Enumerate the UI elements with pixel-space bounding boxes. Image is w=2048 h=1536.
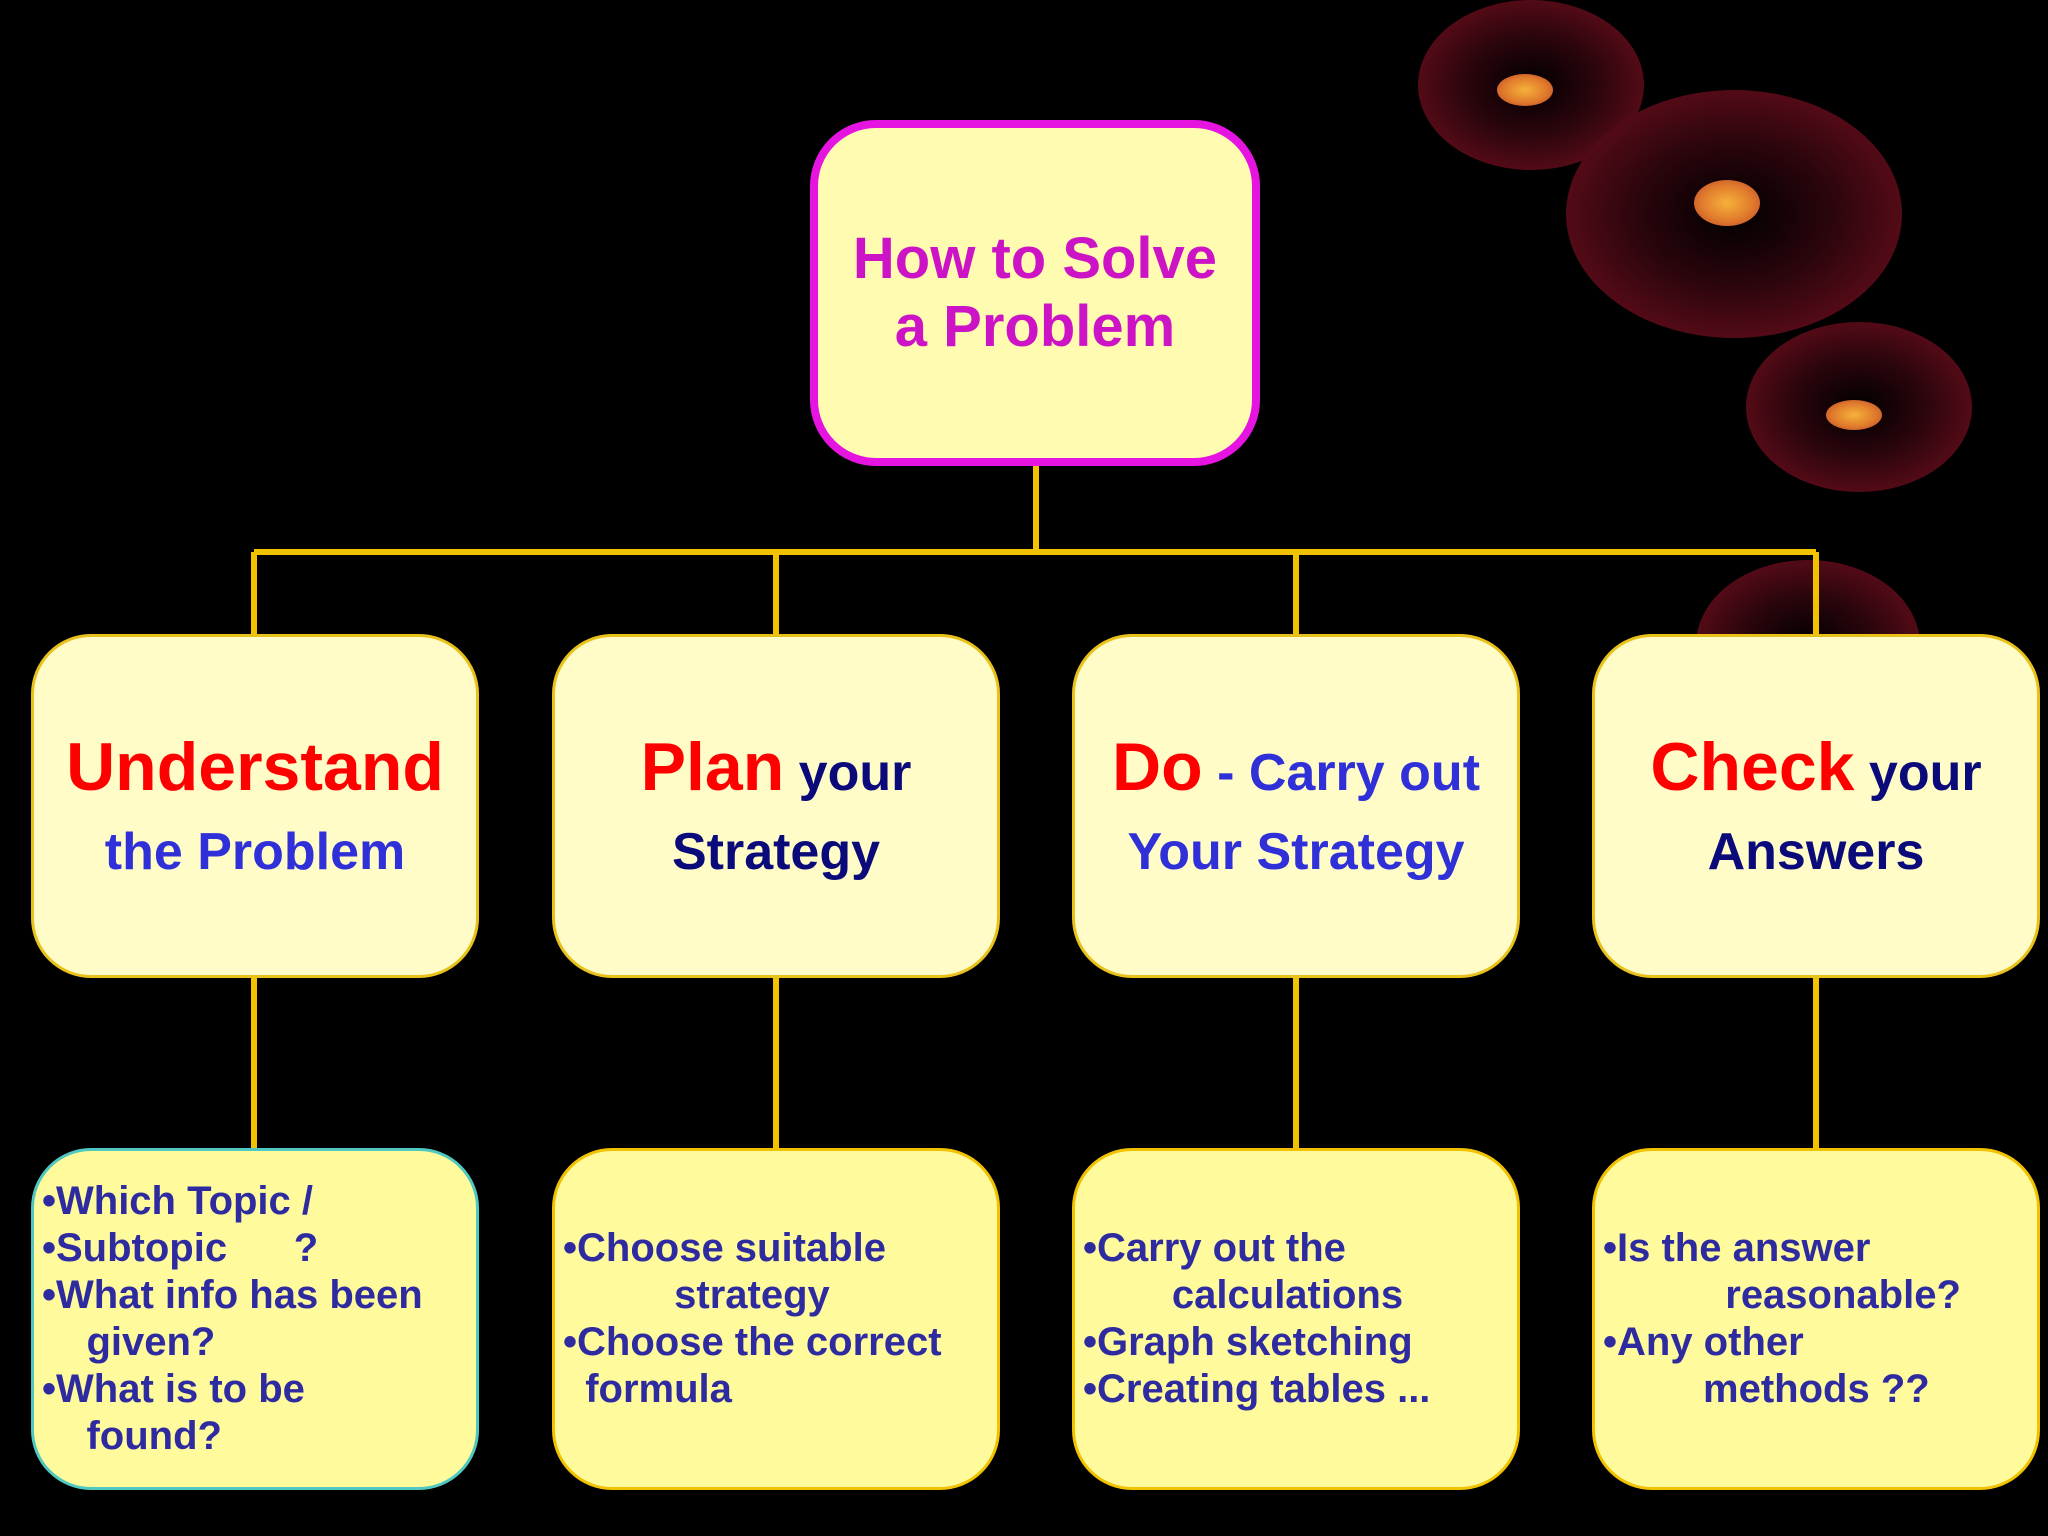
decorative-dot-2 <box>1694 180 1760 226</box>
root-node: How to Solve a Problem <box>810 120 1260 466</box>
step-check-rest: your <box>1854 743 1982 802</box>
detail-plan-line-5: formula <box>563 1367 732 1411</box>
detail-understand-line-3: •What info has been <box>42 1273 423 1317</box>
step-check-heading: Check your <box>1650 731 1981 822</box>
step-do-heading: Do - Carry out <box>1112 731 1480 822</box>
step-plan: Plan your Strategy <box>552 634 1000 978</box>
step-do: Do - Carry out Your Strategy <box>1072 634 1520 978</box>
step-understand-keyword: Understand <box>66 728 444 805</box>
detail-understand-line-2: •Subtopic ? <box>42 1226 319 1270</box>
step-plan-heading: Plan your <box>641 731 912 822</box>
detail-do-line-2: calculations <box>1083 1273 1404 1317</box>
step-check: Check your Answers <box>1592 634 2040 978</box>
detail-understand-line-1: •Which Topic / <box>42 1179 314 1223</box>
detail-check-line-5: methods ?? <box>1603 1367 1930 1411</box>
step-plan-keyword: Plan <box>640 728 785 805</box>
step-check-subtitle: Answers <box>1707 822 1925 881</box>
detail-do-line-6: •Creating tables ... <box>1083 1367 1431 1411</box>
detail-do-line-4: •Graph sketching <box>1083 1320 1413 1364</box>
detail-check-line-4: •Any other <box>1603 1320 1804 1364</box>
step-do-rest: - Carry out <box>1202 743 1481 802</box>
step-plan-rest: your <box>784 743 912 802</box>
detail-understand: •Which Topic / •Subtopic ? •What info ha… <box>31 1148 479 1490</box>
detail-understand-line-4: given? <box>42 1320 216 1364</box>
root-title: How to Solve a Problem <box>852 226 1218 359</box>
decorative-dot-3 <box>1826 400 1882 430</box>
step-do-subtitle: Your Strategy <box>1127 822 1465 881</box>
detail-do-line-1: •Carry out the <box>1083 1226 1346 1270</box>
step-plan-subtitle: Strategy <box>671 822 881 881</box>
step-understand: Understand the Problem <box>31 634 479 978</box>
step-do-keyword: Do <box>1111 728 1203 805</box>
detail-plan-line-3: strategy <box>563 1273 830 1317</box>
step-check-keyword: Check <box>1650 728 1855 805</box>
decorative-dot-1 <box>1497 74 1553 106</box>
step-understand-subtitle: the Problem <box>104 822 406 881</box>
detail-check-line-2: reasonable? <box>1603 1273 1961 1317</box>
detail-plan-line-4: •Choose the correct <box>563 1320 942 1364</box>
detail-check: •Is the answer reasonable? •Any other me… <box>1592 1148 2040 1490</box>
detail-plan: •Choose suitable strategy •Choose the co… <box>552 1148 1000 1490</box>
detail-understand-line-6: found? <box>42 1414 222 1458</box>
detail-understand-line-5: •What is to be <box>42 1367 305 1411</box>
detail-check-line-1: •Is the answer <box>1603 1226 1871 1270</box>
detail-plan-line-2: •Choose suitable <box>563 1226 886 1270</box>
step-understand-heading: Understand <box>66 731 444 822</box>
detail-do: •Carry out the calculations •Graph sketc… <box>1072 1148 1520 1490</box>
